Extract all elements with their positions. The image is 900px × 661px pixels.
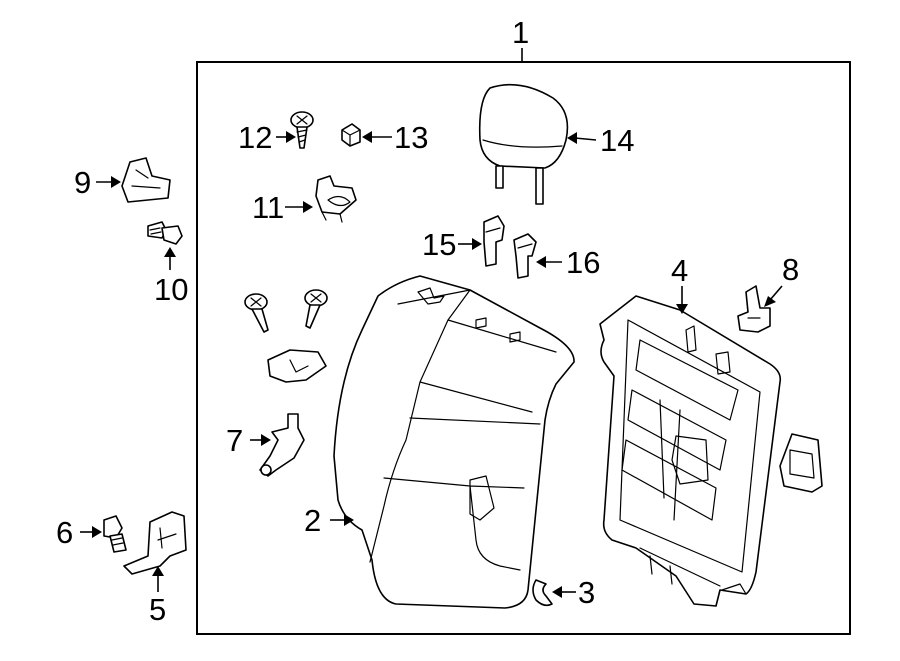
callout-4: 4	[671, 253, 688, 288]
callout-1: 1	[512, 15, 529, 50]
assembly-frame	[196, 61, 851, 635]
callout-15: 15	[422, 227, 456, 262]
callout-9: 9	[74, 165, 91, 200]
callout-14: 14	[600, 123, 634, 158]
hinge-bracket-part-5[interactable]	[123, 511, 187, 575]
seatback-frame-part[interactable]	[599, 295, 782, 607]
guide-part-16[interactable]	[513, 233, 537, 279]
callout-13: 13	[394, 120, 428, 155]
bracket-part-8[interactable]	[737, 285, 771, 333]
seatback-cover-part[interactable]	[333, 275, 575, 609]
callout-7: 7	[226, 423, 243, 458]
guide-part-15[interactable]	[483, 215, 505, 267]
bolt-part-10[interactable]	[147, 221, 183, 245]
bracket-part-9[interactable]	[121, 157, 171, 203]
callout-11: 11	[252, 190, 284, 225]
clip-part-3[interactable]	[532, 579, 553, 607]
callout-2: 2	[304, 503, 321, 538]
screw-part-12[interactable]	[290, 111, 314, 149]
side-cover-part[interactable]	[779, 433, 823, 493]
bracket-unlabeled[interactable]	[267, 349, 327, 383]
callout-16: 16	[566, 245, 600, 280]
callout-6: 6	[56, 515, 73, 550]
callout-8: 8	[782, 252, 799, 287]
callout-12: 12	[238, 120, 272, 155]
bracket-part-11[interactable]	[315, 175, 357, 223]
screw-pair[interactable]	[244, 289, 328, 333]
headrest-part[interactable]	[478, 83, 569, 205]
callout-5: 5	[149, 592, 166, 627]
clip-part-13[interactable]	[341, 123, 361, 147]
callout-10: 10	[154, 272, 188, 307]
callout-3: 3	[578, 575, 595, 610]
hinge-part-7[interactable]	[259, 413, 305, 477]
bolt-part-6[interactable]	[103, 515, 127, 553]
